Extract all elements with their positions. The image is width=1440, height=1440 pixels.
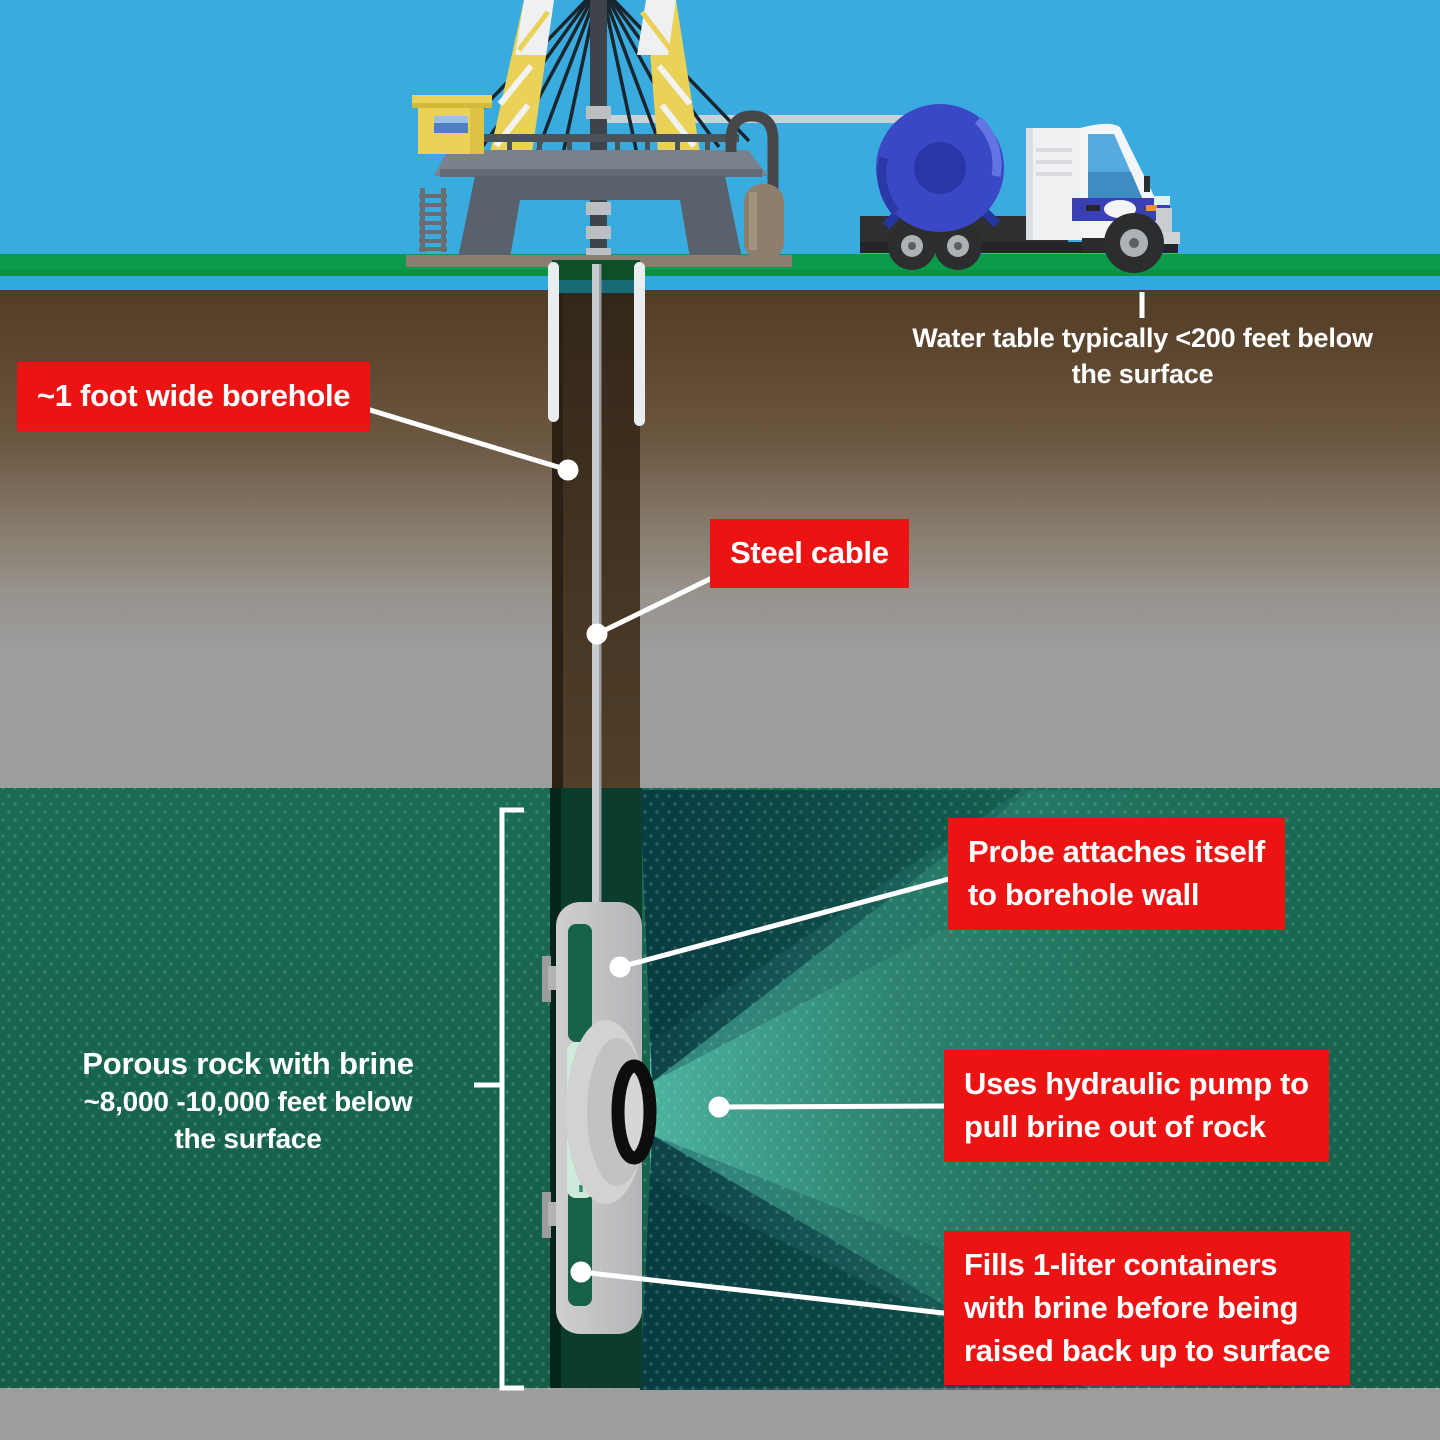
callout-containers: Fills 1-liter containers with brine befo… <box>944 1231 1351 1386</box>
reel-highlight <box>974 116 1002 177</box>
callout-pump-line2: pull brine out of rock <box>964 1108 1266 1144</box>
truck-logo-oval <box>1104 200 1136 218</box>
callout-pump: Uses hydraulic pump to pull brine out of… <box>944 1050 1329 1162</box>
callout-probe-line2: to borehole wall <box>968 876 1200 912</box>
callout-borehole-text: ~1 foot wide borehole <box>37 378 351 413</box>
wireline-cable-shade <box>599 264 602 906</box>
porous-rock-line2: ~8,000 -10,000 feet below <box>83 1086 413 1118</box>
leader-probe <box>617 873 963 970</box>
leader-containers <box>578 1269 955 1317</box>
bottom-rock-layer <box>0 1388 1440 1440</box>
callout-containers-line3: raised back up to surface <box>964 1332 1331 1368</box>
truck-headlight <box>1154 196 1170 205</box>
truck-cab <box>1026 123 1180 252</box>
leader-pump <box>716 1103 955 1110</box>
leader-dot-steel-cable <box>586 623 608 645</box>
truck-chassis <box>860 242 1178 253</box>
truck-wheels <box>888 213 1164 273</box>
borehole-deep-edge <box>550 788 561 1388</box>
callout-containers-line2: with brine before being <box>964 1289 1299 1325</box>
truck-door-handle <box>1086 205 1100 211</box>
mud-tank-highlight <box>749 192 757 250</box>
porous-rock-note: Porous rock with brine ~8,000 -10,000 fe… <box>28 1044 468 1157</box>
reel-shadow <box>877 156 900 215</box>
leader-dot-pump <box>708 1096 730 1118</box>
cable-reel <box>876 104 1004 232</box>
reel-hub <box>914 142 966 194</box>
leader-borehole <box>357 404 571 473</box>
truck-marker-light <box>1146 205 1157 211</box>
rig-substructure <box>458 176 742 258</box>
access-ladder <box>419 188 447 252</box>
depth-bracket <box>474 807 524 1391</box>
casing-pipe-left <box>548 262 559 422</box>
sampling-probe <box>542 902 657 1334</box>
water-table-line2: below the surface <box>1071 323 1373 390</box>
drill-rig <box>406 0 792 267</box>
gooseneck-pipe <box>725 110 779 190</box>
callout-pump-line1: Uses hydraulic pump to <box>964 1066 1309 1101</box>
callout-steel-cable-text: Steel cable <box>730 535 889 570</box>
leader-dot-probe <box>609 956 631 978</box>
callout-containers-line1: Fills 1-liter containers <box>964 1247 1278 1282</box>
doghouse-cabin <box>412 95 492 154</box>
truck-windshield-shade <box>1088 172 1143 200</box>
wireline-cable <box>592 264 600 906</box>
derrick-legs <box>490 0 700 153</box>
probe-upper-slot <box>568 924 592 1042</box>
water-table-layer <box>0 276 1440 293</box>
grass-layer-edge <box>0 270 1440 276</box>
leader-steel-cable <box>594 573 719 637</box>
water-table-line1: Water table typically <200 feet <box>912 323 1290 353</box>
leader-dot-containers <box>570 1261 592 1283</box>
logging-truck <box>860 104 1180 273</box>
callout-borehole: ~1 foot wide borehole <box>17 362 371 431</box>
porous-rock-line1: Porous rock with brine <box>82 1046 414 1081</box>
casing-pipe-right <box>634 262 645 426</box>
callout-probe-line1: Probe attaches itself <box>968 834 1265 869</box>
porous-rock-line3: the surface <box>174 1122 322 1154</box>
callout-probe: Probe attaches itself to borehole wall <box>948 818 1285 930</box>
truck-mirror <box>1144 176 1150 192</box>
callout-steel-cable: Steel cable <box>710 519 909 588</box>
borehole-soil-edge <box>552 293 563 790</box>
rig-deck-edge <box>440 169 762 177</box>
leader-dot-borehole <box>557 459 579 481</box>
annotation-lines <box>357 292 1145 1391</box>
pump-port <box>566 1020 657 1204</box>
water-table-note: Water table typically <200 feet below th… <box>905 320 1380 392</box>
probe-lower-slot <box>568 1188 592 1306</box>
